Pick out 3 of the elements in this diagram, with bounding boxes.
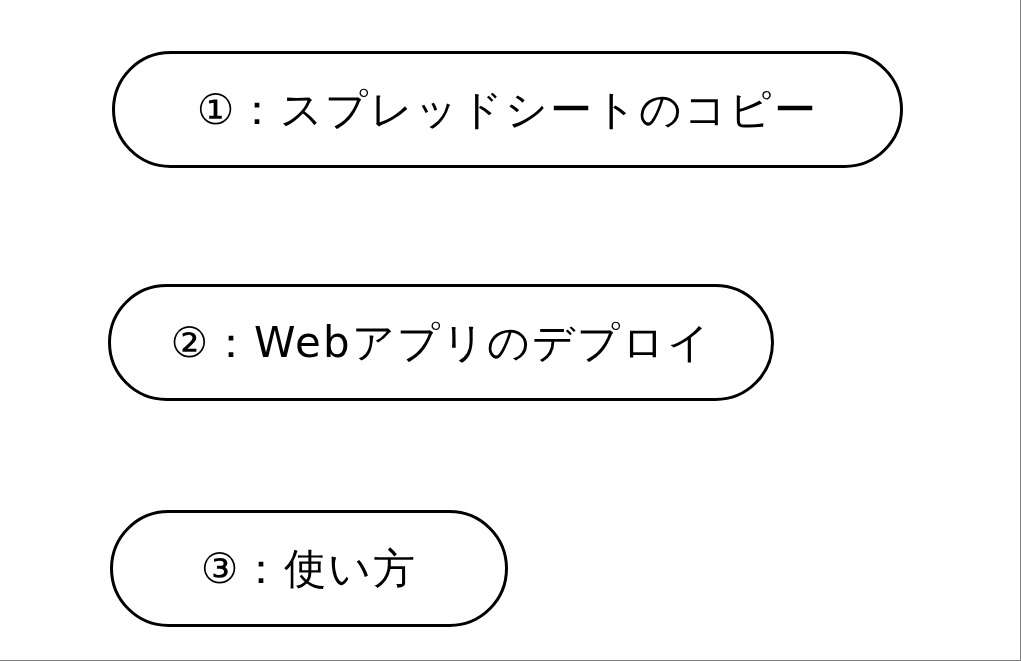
step-label: ②：Webアプリのデプロイ bbox=[170, 321, 712, 364]
step-label: ③：使い方 bbox=[200, 547, 418, 590]
step-label: ①：スプレッドシートのコピー bbox=[196, 88, 819, 131]
